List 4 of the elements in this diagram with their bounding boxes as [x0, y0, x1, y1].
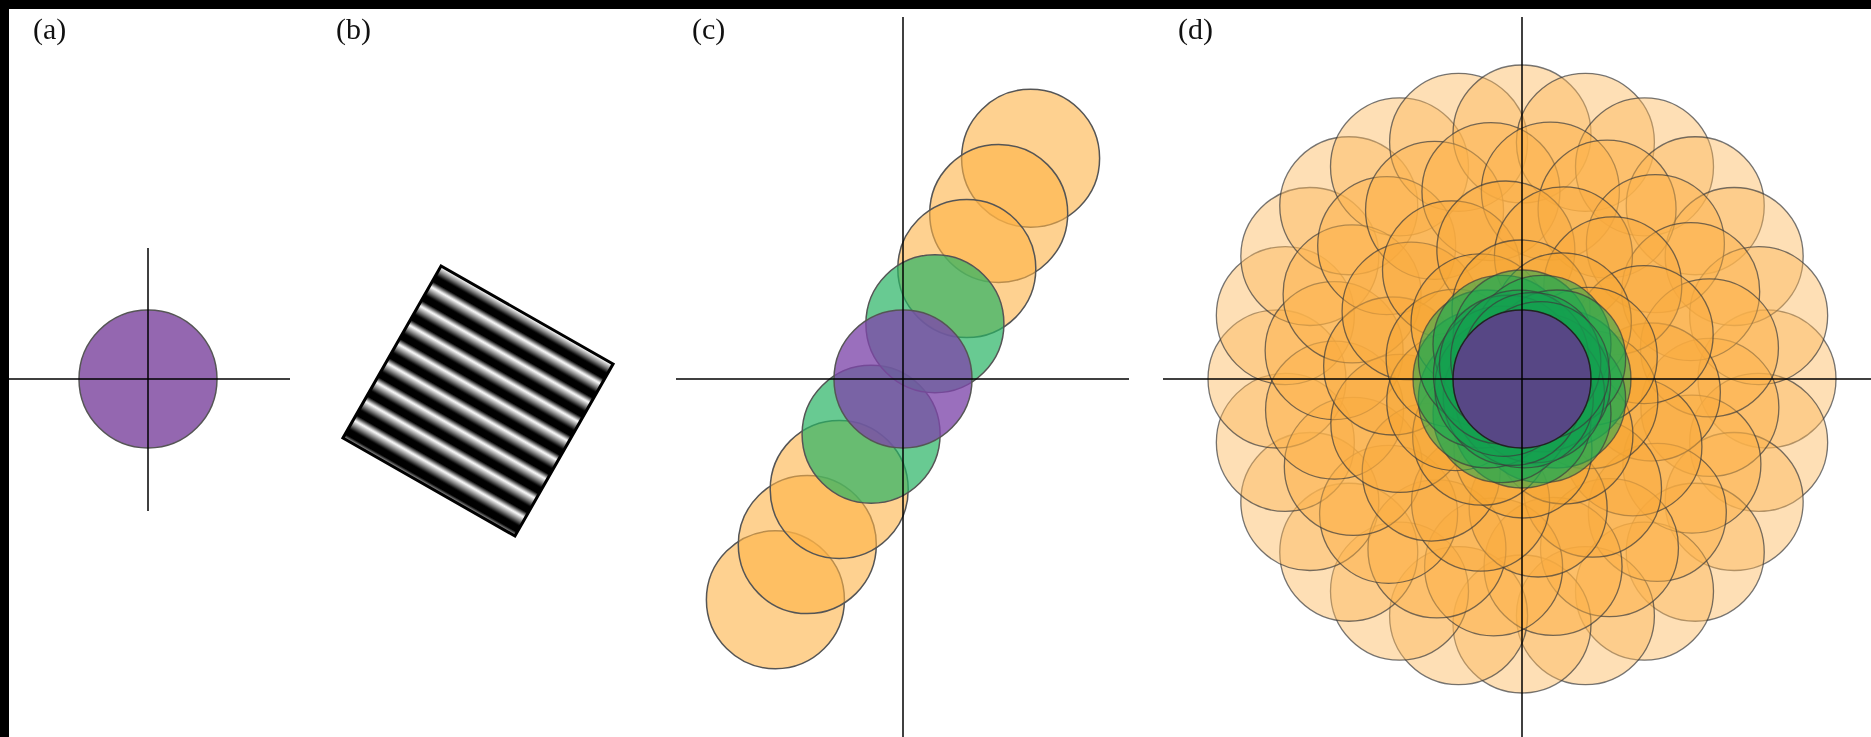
- panel-label: (d): [1178, 12, 1213, 46]
- panel-label: (a): [33, 12, 67, 46]
- panel-label: (b): [336, 12, 371, 46]
- panel-label: (c): [692, 12, 726, 46]
